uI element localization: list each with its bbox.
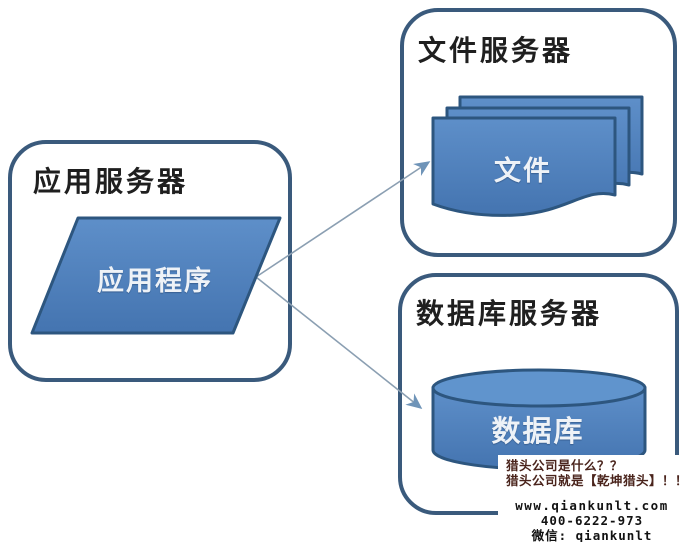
file-document-stack-shape	[431, 95, 644, 217]
application-parallelogram-shape	[30, 216, 282, 335]
watermark-headline-1: 猎头公司是什么？？	[506, 459, 624, 473]
app-server-title: 应用服务器	[33, 166, 189, 197]
file-shape-label: 文件	[494, 156, 552, 186]
watermark-website: www.qiankunlt.com	[515, 498, 669, 513]
application-shape-label: 应用程序	[97, 266, 213, 296]
database-cylinder-shape	[431, 368, 647, 471]
cylinder-top	[431, 368, 647, 408]
arrow-app-to-db	[255, 276, 423, 409]
watermark-phone: 400-6222-973	[540, 513, 644, 528]
watermark-headline-2: 猎头公司就是【乾坤猎头】！！	[506, 474, 686, 488]
watermark-wechat: 微信: qiankunlt	[531, 528, 653, 542]
file-server-title: 文件服务器	[418, 35, 574, 66]
db-server-title: 数据库服务器	[416, 298, 603, 329]
database-shape-label: 数据库	[491, 416, 585, 448]
watermark-panel: 猎头公司是什么？？ 猎头公司就是【乾坤猎头】！！ www.qiankunlt.c…	[498, 455, 686, 542]
arrow-app-to-file	[255, 161, 431, 278]
document-front-shape	[431, 116, 617, 217]
